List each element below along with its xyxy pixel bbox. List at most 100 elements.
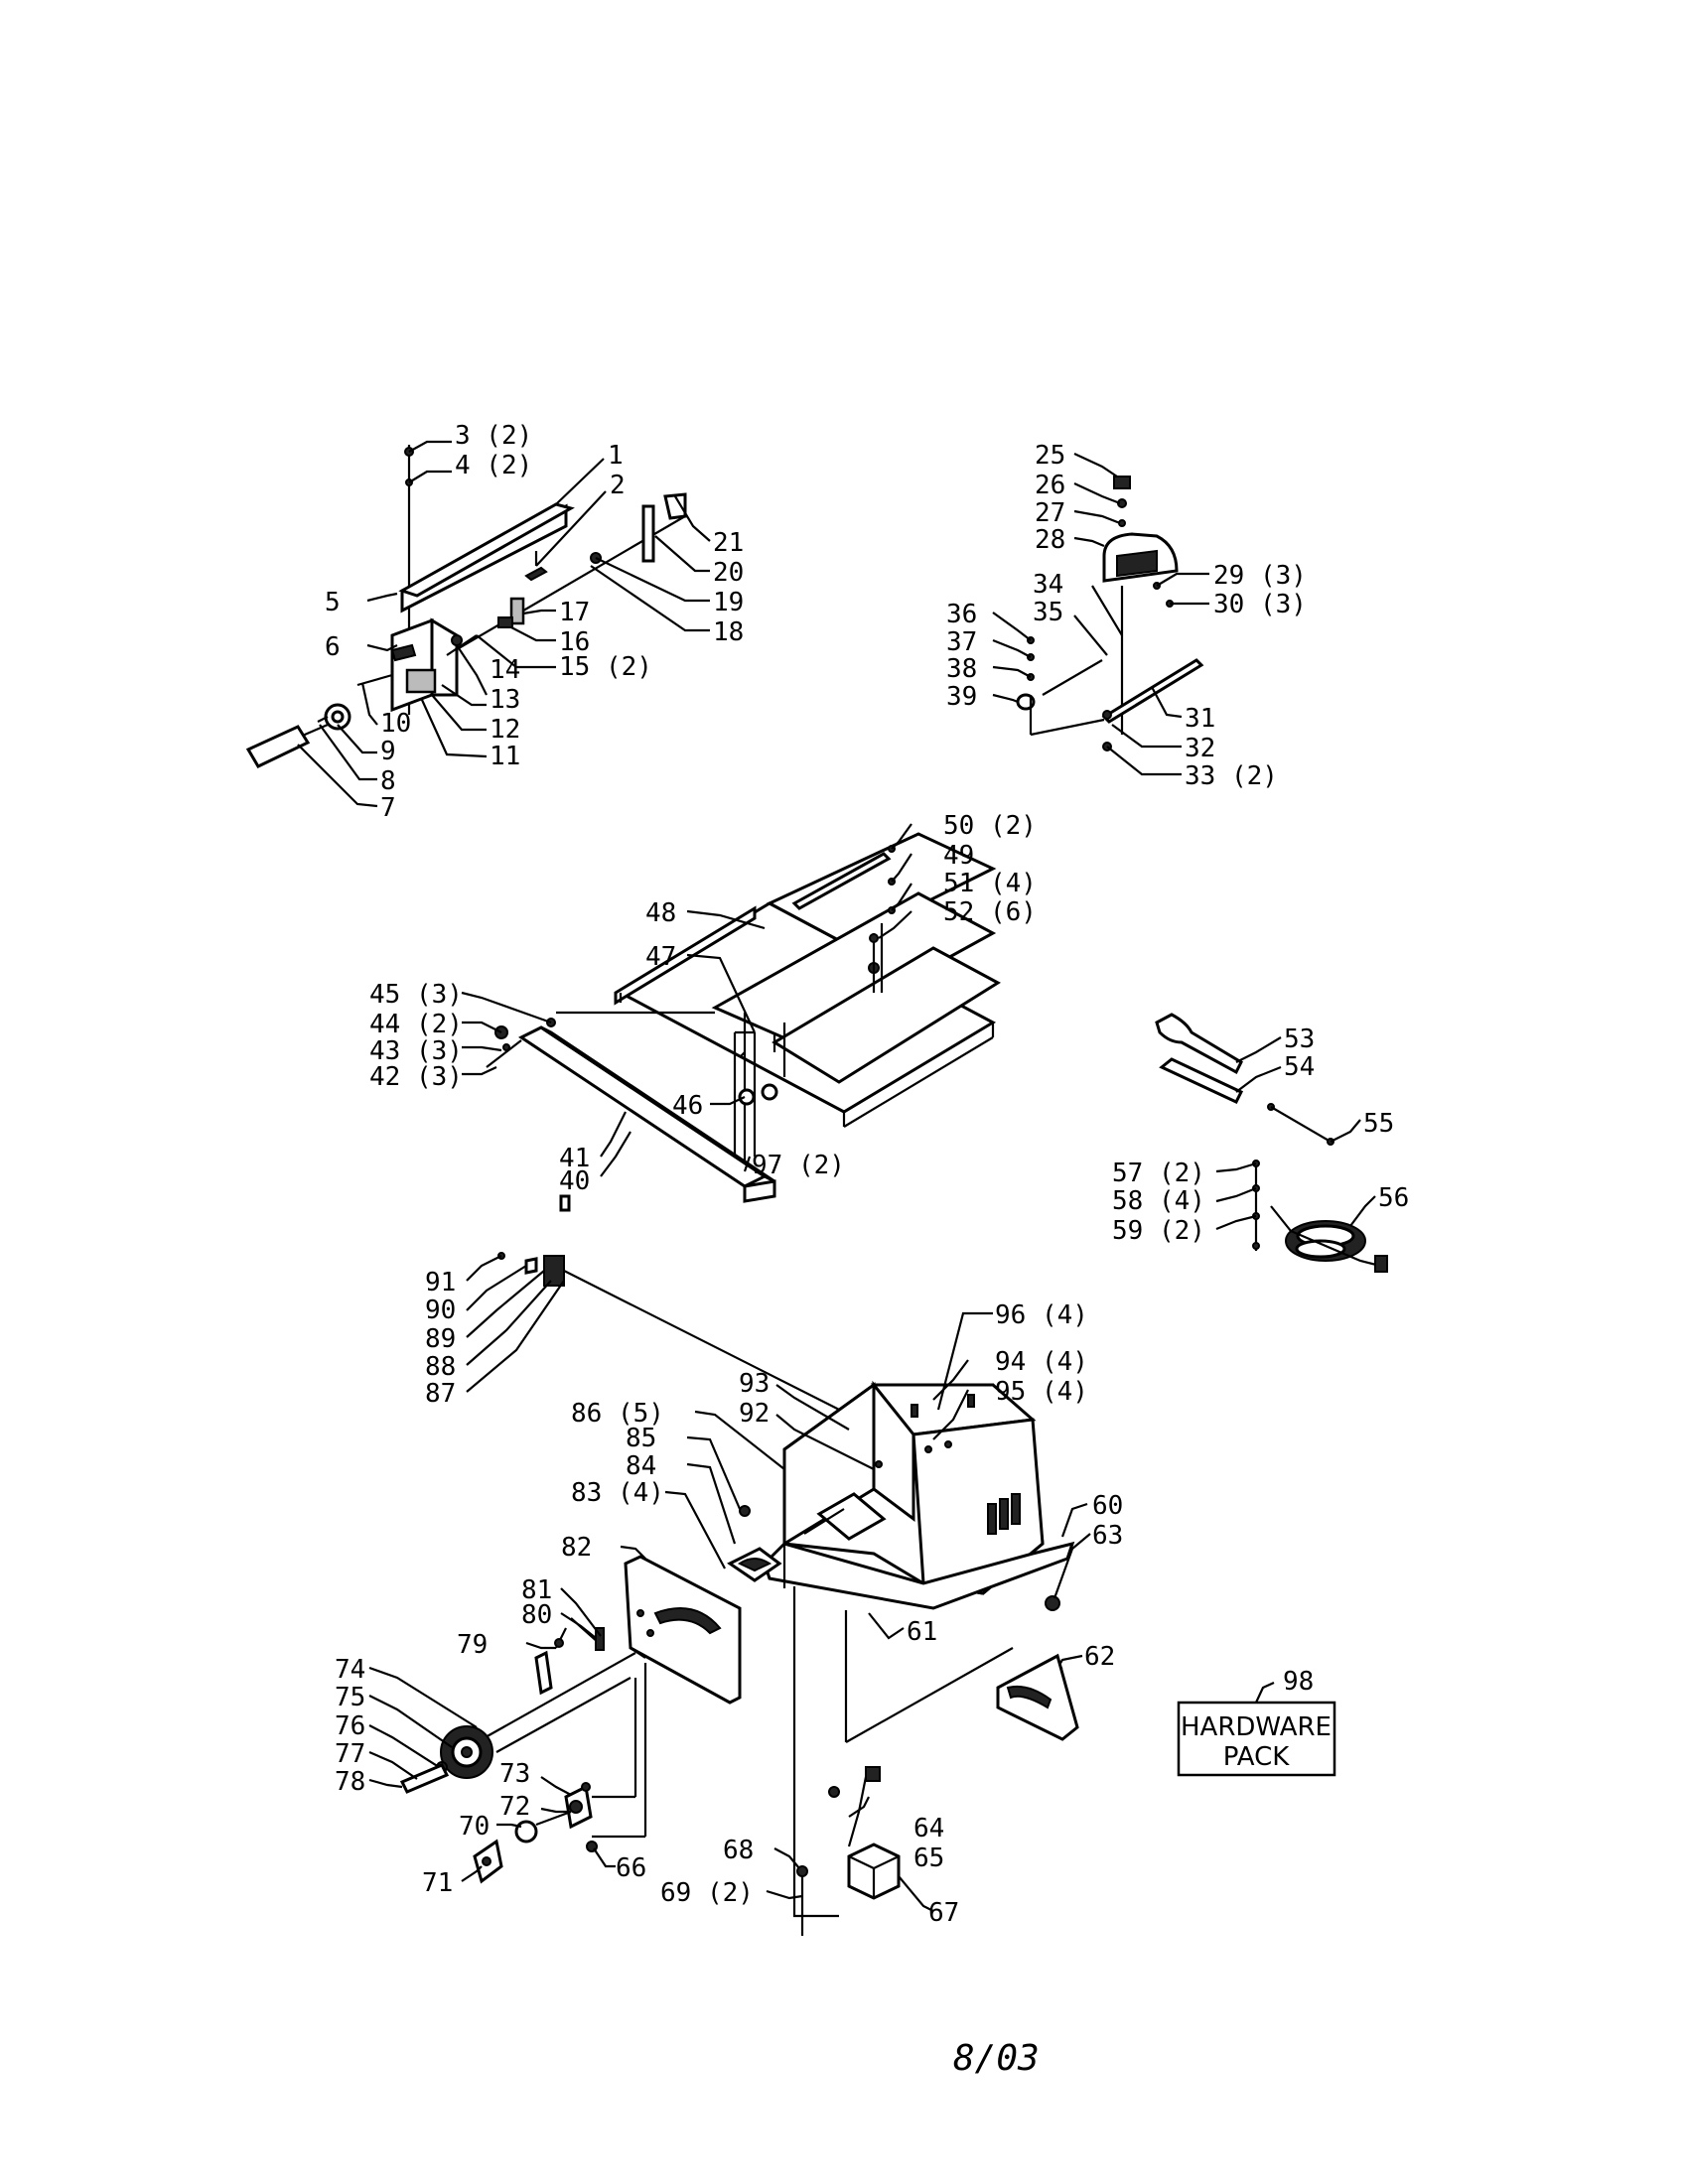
part-callout: 16: [559, 627, 590, 657]
accessory-leaders: [1215, 1036, 1376, 1231]
part-callout: 28: [1035, 525, 1065, 555]
revision-date: 8/03: [953, 2038, 1040, 2079]
part-callout: 91: [425, 1268, 456, 1297]
part-callout: 10: [380, 709, 411, 739]
part-callout: 69 (2): [660, 1878, 754, 1908]
part-callout: 87: [425, 1379, 456, 1409]
part-callout: 75: [335, 1683, 365, 1712]
part-callout: 77: [335, 1739, 365, 1769]
part-callout: 88: [425, 1352, 456, 1382]
hardware-pack-line2: PACK: [1223, 1742, 1290, 1772]
part-callout: 31: [1185, 704, 1215, 734]
part-callout: 52 (6): [943, 897, 1037, 927]
part-callout: 51 (4): [943, 869, 1037, 898]
cabinet-base: [727, 1380, 1075, 1918]
part-callout: 48: [645, 898, 676, 928]
bolt-68-69: [766, 1776, 934, 1936]
part-callout: 53: [1284, 1024, 1315, 1054]
part-callout: 86 (5): [571, 1399, 664, 1429]
part-callout: 59 (2): [1112, 1216, 1205, 1246]
part-callout: 41: [559, 1144, 590, 1173]
miter-leaders: [992, 453, 1209, 776]
part-callout: 71: [422, 1868, 453, 1898]
part-callout: 64: [913, 1814, 944, 1843]
part-callout: 7: [380, 793, 396, 823]
part-callout: 50 (2): [943, 811, 1037, 841]
part-callout: 49: [943, 841, 974, 871]
part-callout: 55: [1363, 1109, 1394, 1139]
part-callout: 80: [521, 1600, 552, 1630]
part-callout: 40: [559, 1166, 590, 1196]
part-callout: 13: [490, 685, 520, 715]
part-callout: 73: [499, 1759, 530, 1789]
part-callout: 12: [490, 715, 520, 745]
part-callout: 82: [561, 1533, 592, 1563]
inner-panel: [996, 1653, 1079, 1741]
part-callout: 35: [1033, 598, 1063, 627]
part-callout: 26: [1035, 471, 1065, 500]
part-callout: 70: [459, 1812, 490, 1842]
fence-assembly: [245, 445, 687, 768]
part-callout: 25: [1035, 441, 1065, 471]
part-callout: 27: [1035, 498, 1065, 528]
part-callout: 43 (3): [369, 1036, 463, 1066]
part-callout: 21: [713, 528, 744, 558]
accessories: [1155, 1013, 1388, 1273]
part-callout: 90: [425, 1296, 456, 1325]
part-callout: 32: [1185, 734, 1215, 763]
part-callout: 83 (4): [571, 1478, 664, 1508]
part-callout: 61: [907, 1617, 937, 1647]
part-callout: 79: [457, 1630, 488, 1660]
part-callout: 9: [380, 737, 396, 766]
part-callout: 46: [672, 1091, 703, 1121]
part-callout: 8: [380, 766, 396, 796]
part-callout: 56: [1378, 1183, 1409, 1213]
part-callout: 30 (3): [1213, 590, 1307, 619]
part-callout: 67: [928, 1898, 959, 1928]
part-callout: 54: [1284, 1052, 1315, 1082]
part-callout: 14: [490, 655, 520, 685]
motor-leaders: [368, 1545, 646, 1882]
part-callout: 72: [499, 1792, 530, 1822]
part-callout: 94 (4): [995, 1347, 1088, 1377]
part-callout: 19: [713, 588, 744, 617]
part-callout: 4 (2): [455, 451, 532, 480]
part-callout: 66: [616, 1853, 646, 1883]
part-callout: 34: [1033, 570, 1063, 600]
part-callout: 1: [608, 441, 624, 471]
part-callout: 57 (2): [1112, 1159, 1205, 1188]
switch-parts: [466, 1252, 870, 1426]
part-callout: 36: [946, 600, 977, 629]
part-callout: 68: [723, 1836, 754, 1865]
part-callout: 65: [913, 1843, 944, 1873]
part-callout: 6: [325, 632, 341, 662]
part-callout: 39: [946, 682, 977, 712]
part-callout: 74: [335, 1655, 365, 1685]
part-callout: 3 (2): [455, 421, 532, 451]
part-callout: 17: [559, 598, 590, 627]
part-callout: 93: [739, 1369, 770, 1399]
part-callout: 5: [325, 588, 341, 617]
part-callout: 42 (3): [369, 1062, 463, 1092]
part-callout: 60: [1092, 1491, 1123, 1521]
table-top: [486, 832, 1001, 1212]
part-callout: 96 (4): [995, 1300, 1088, 1330]
part-callout: 29 (3): [1213, 561, 1307, 591]
part-callout: 15 (2): [559, 652, 652, 682]
part-callout: 62: [1084, 1642, 1115, 1672]
part-callout: 84: [626, 1451, 656, 1481]
part-callout: 45 (3): [369, 980, 463, 1010]
part-callout: 81: [521, 1575, 552, 1605]
hardware-pack-number: 98: [1283, 1667, 1314, 1697]
part-callout: 11: [490, 742, 520, 771]
part-callout: 18: [713, 617, 744, 647]
part-callout: 58 (4): [1112, 1186, 1205, 1216]
part-callout: 78: [335, 1767, 365, 1797]
part-callout: 20: [713, 558, 744, 588]
part-callout: 76: [335, 1711, 365, 1741]
part-callout: 38: [946, 654, 977, 684]
part-callout: 97 (2): [752, 1151, 845, 1180]
hardware-pack-line1: HARDWARE: [1181, 1712, 1332, 1742]
